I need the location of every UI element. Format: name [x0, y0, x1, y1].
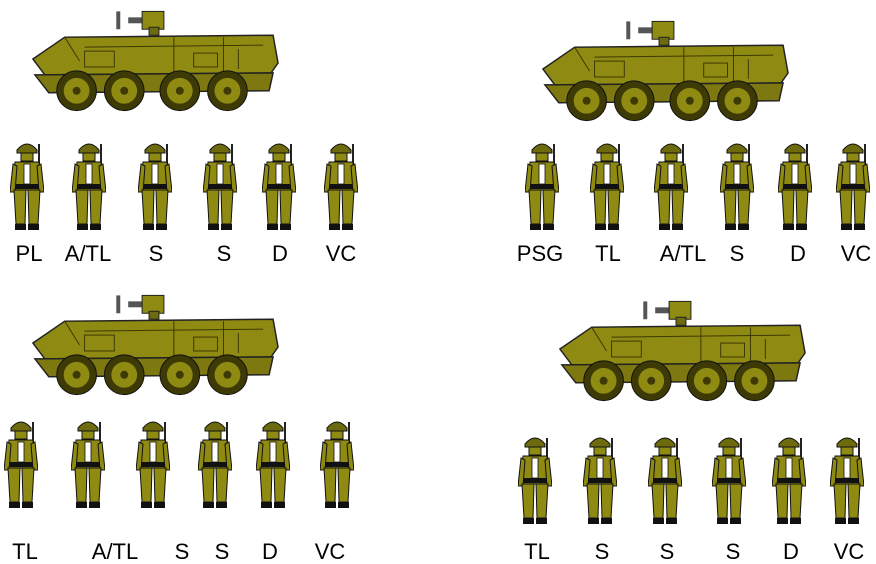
- soldier-icon: [262, 140, 296, 232]
- role-label: TL: [595, 243, 621, 265]
- role-label: S: [215, 541, 230, 563]
- role-label: S: [660, 541, 675, 563]
- soldier-icon: [583, 434, 617, 526]
- soldier-icon: [518, 434, 552, 526]
- role-label: A/TL: [660, 243, 706, 265]
- soldier-icon: [203, 140, 237, 232]
- role-label: A/TL: [65, 243, 111, 265]
- soldier-icon: [136, 418, 170, 510]
- role-label: S: [217, 243, 232, 265]
- soldier-icon: [72, 140, 106, 232]
- soldier-icon: [830, 434, 864, 526]
- soldier-icon: [836, 140, 870, 232]
- soldier-icon: [648, 434, 682, 526]
- soldier-icon: [324, 140, 358, 232]
- soldier-icon: [71, 418, 105, 510]
- role-label: D: [783, 541, 799, 563]
- soldier-icon: [320, 418, 354, 510]
- role-label: VC: [841, 243, 872, 265]
- soldier-icon: [10, 140, 44, 232]
- role-label: D: [262, 541, 278, 563]
- role-label: D: [272, 243, 288, 265]
- soldier-icon: [772, 434, 806, 526]
- role-label: D: [790, 243, 806, 265]
- role-label: S: [175, 541, 190, 563]
- soldier-icon: [712, 434, 746, 526]
- soldier-icon: [525, 140, 559, 232]
- vehicle-group-3: [25, 290, 283, 402]
- soldier-icon: [720, 140, 754, 232]
- role-label: VC: [834, 541, 865, 563]
- role-label: TL: [12, 541, 38, 563]
- soldier-icon: [4, 418, 38, 510]
- soldier-icon: [256, 418, 290, 510]
- vehicle-group-4: [552, 296, 810, 408]
- role-label: TL: [524, 541, 550, 563]
- soldier-icon: [654, 140, 688, 232]
- role-label: A/TL: [92, 541, 138, 563]
- role-label: PL: [16, 243, 43, 265]
- soldier-icon: [778, 140, 812, 232]
- soldier-icon: [138, 140, 172, 232]
- role-label: VC: [326, 243, 357, 265]
- vehicle-group-2: [535, 16, 793, 128]
- role-label: VC: [315, 541, 346, 563]
- vehicle-group-1: [25, 6, 283, 118]
- soldier-icon: [590, 140, 624, 232]
- role-label: S: [730, 243, 745, 265]
- role-label: S: [726, 541, 741, 563]
- role-label: S: [149, 243, 164, 265]
- role-label: PSG: [517, 243, 563, 265]
- role-label: S: [595, 541, 610, 563]
- soldier-icon: [198, 418, 232, 510]
